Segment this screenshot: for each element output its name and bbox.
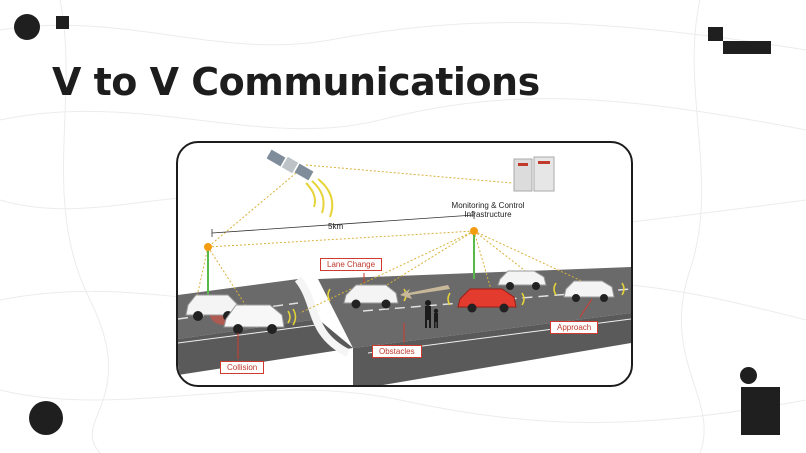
decor-square-top-left xyxy=(56,16,69,29)
decor-circle-top-left xyxy=(14,14,40,40)
tag-approach: Approach xyxy=(550,321,599,334)
car-lane-change xyxy=(343,284,399,309)
decor-block-top-right-a xyxy=(708,27,723,41)
car-far xyxy=(497,270,547,290)
infrastructure-label-line1: Monitoring & Control xyxy=(451,201,525,210)
satellite-icon xyxy=(266,149,334,218)
decor-circle-bottom-left xyxy=(29,401,63,435)
server-icon xyxy=(513,156,555,192)
infrastructure-label-line2: Infrastructure xyxy=(464,210,512,219)
callout-lines xyxy=(237,273,593,359)
car-collision-2 xyxy=(223,304,285,334)
lane-change-arrow xyxy=(400,285,450,299)
car-approach xyxy=(563,280,615,302)
distance-marker xyxy=(211,211,475,237)
decor-block-top-right-b xyxy=(723,41,771,54)
decor-circle-bottom-right xyxy=(740,367,757,384)
tag-lane-change: Lane Change xyxy=(320,258,383,271)
decor-rect-bottom-right xyxy=(741,387,780,435)
car-red xyxy=(457,288,517,313)
tag-collision: Collision xyxy=(220,361,265,374)
infrastructure-label: Monitoring & Control Infrastructure xyxy=(428,201,548,219)
slide-title: V to V Communications xyxy=(52,60,540,104)
tag-obstacles: Obstacles xyxy=(372,345,422,358)
v2v-diagram: 5km Monitoring & Control Infrastructure … xyxy=(176,141,633,387)
car-signal-waves xyxy=(287,282,625,326)
pedestrian-icon xyxy=(425,300,439,328)
roadside-antennas xyxy=(204,227,478,295)
distance-label: 5km xyxy=(328,222,344,231)
